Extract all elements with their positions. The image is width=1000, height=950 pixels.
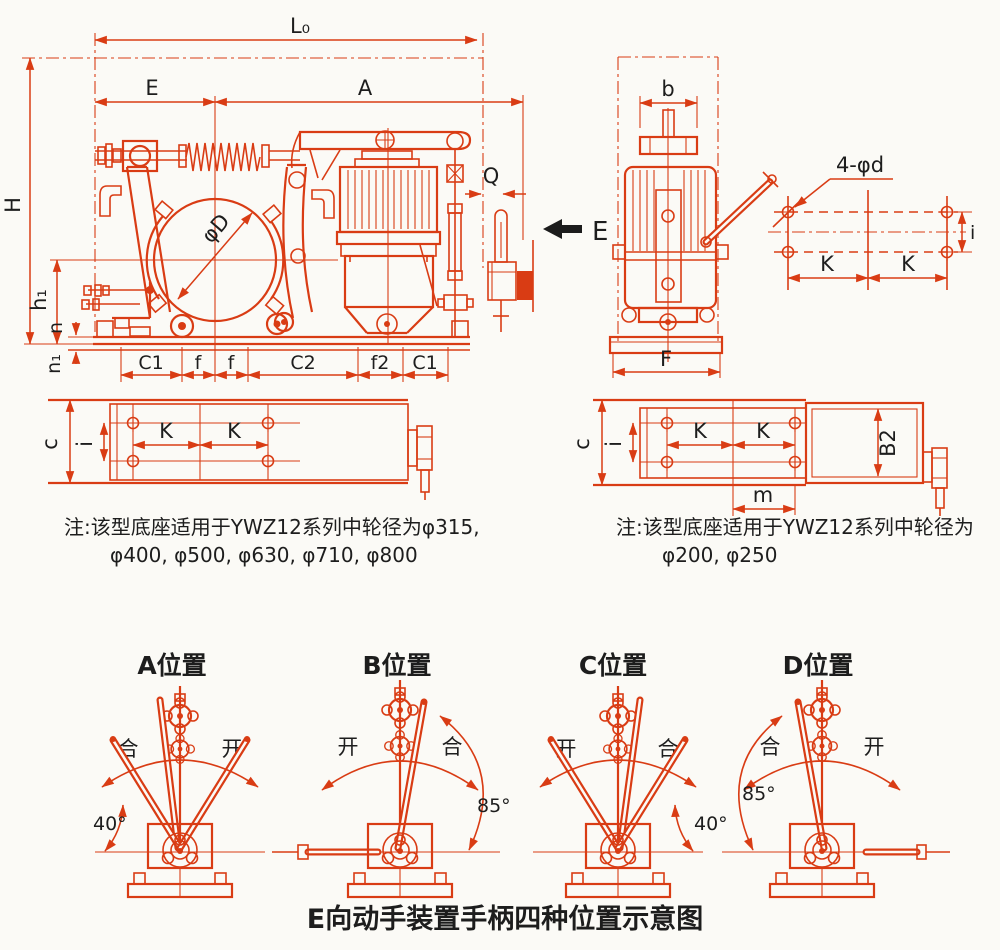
position-D-left-label: 合 [760, 735, 781, 759]
position-D-title: D位置 [783, 651, 854, 680]
bolt-hole-pattern: 4-φd K K i [768, 153, 975, 290]
dim-n: n [45, 322, 67, 334]
position-A-angle: 40° [93, 813, 127, 835]
plate-left-c: c [38, 438, 62, 450]
dim-f2: f2 [371, 352, 390, 374]
view-direction-arrow: E [543, 217, 608, 247]
position-A-title: A位置 [137, 651, 206, 680]
position-A: A位置 合 开 40° [93, 651, 265, 899]
notes: 注:该型底座适用于YWZ12系列中轮径为φ315, φ400, φ500, φ6… [64, 515, 974, 567]
plate-right-c: c [570, 438, 594, 450]
position-C: C位置 开 合 40° [533, 651, 728, 899]
dim-K-right: K [901, 252, 916, 276]
front-view-dimensions: L₀ E A H h₁ n n₁ C1 f f C2 f2 C1 Q φD [1, 14, 526, 382]
plate-right-B2: B2 [876, 429, 900, 457]
dim-f-left: f [195, 352, 203, 374]
dim-A: A [358, 76, 373, 100]
note-left-line2: φ400, φ500, φ630, φ710, φ800 [110, 543, 418, 567]
dim-E: E [145, 76, 158, 100]
position-D-right-label: 开 [864, 735, 885, 759]
position-B: B位置 开 合 85° [272, 651, 511, 899]
dim-Q: Q [483, 164, 500, 188]
dim-i: i [970, 222, 975, 244]
base-plate-large: K K c i [38, 398, 433, 500]
position-B-left-label: 开 [338, 735, 359, 759]
bolt-callout: 4-φd [836, 153, 884, 177]
dim-h1: h₁ [27, 289, 51, 311]
position-C-title: C位置 [579, 651, 647, 680]
base-plate-small: K K c i B2 m [570, 398, 948, 516]
plate-left-i: i [73, 441, 97, 447]
plate-right-i: i [602, 441, 626, 447]
plate-right-K-left: K [693, 419, 708, 443]
figure-caption: E向动手装置手柄四种位置示意图 [307, 903, 703, 935]
dim-C1-left: C1 [138, 352, 163, 374]
note-left-line1: 注:该型底座适用于YWZ12系列中轮径为φ315, [64, 515, 480, 539]
view-arrow-label: E [592, 217, 608, 247]
note-right-line2: φ200, φ250 [662, 543, 777, 567]
plate-left-K-right: K [227, 419, 242, 443]
side-view: b F [608, 56, 779, 378]
dim-phi-D: φD [197, 209, 235, 247]
position-B-title: B位置 [362, 651, 431, 680]
position-D: D位置 合 开 85° [722, 651, 950, 899]
front-view-machine [24, 96, 534, 382]
dim-L0: L₀ [290, 14, 310, 38]
dim-f-right: f [228, 352, 236, 374]
note-right-line1: 注:该型底座适用于YWZ12系列中轮径为 [616, 515, 974, 539]
dim-b: b [661, 77, 674, 101]
position-B-angle: 85° [477, 795, 511, 817]
plate-right-K-right: K [756, 419, 771, 443]
dim-C2: C2 [290, 352, 315, 374]
dim-H: H [1, 197, 25, 213]
dim-C1-right: C1 [412, 352, 437, 374]
position-C-angle: 40° [694, 813, 728, 835]
left-arrow-icon [543, 219, 582, 239]
dim-K-left: K [820, 252, 835, 276]
position-D-angle: 85° [742, 783, 776, 805]
plate-left-K-left: K [159, 419, 174, 443]
plate-right-m: m [753, 483, 773, 507]
dim-F: F [660, 347, 672, 371]
dim-n1: n₁ [43, 354, 65, 374]
position-B-right-label: 合 [442, 735, 463, 759]
